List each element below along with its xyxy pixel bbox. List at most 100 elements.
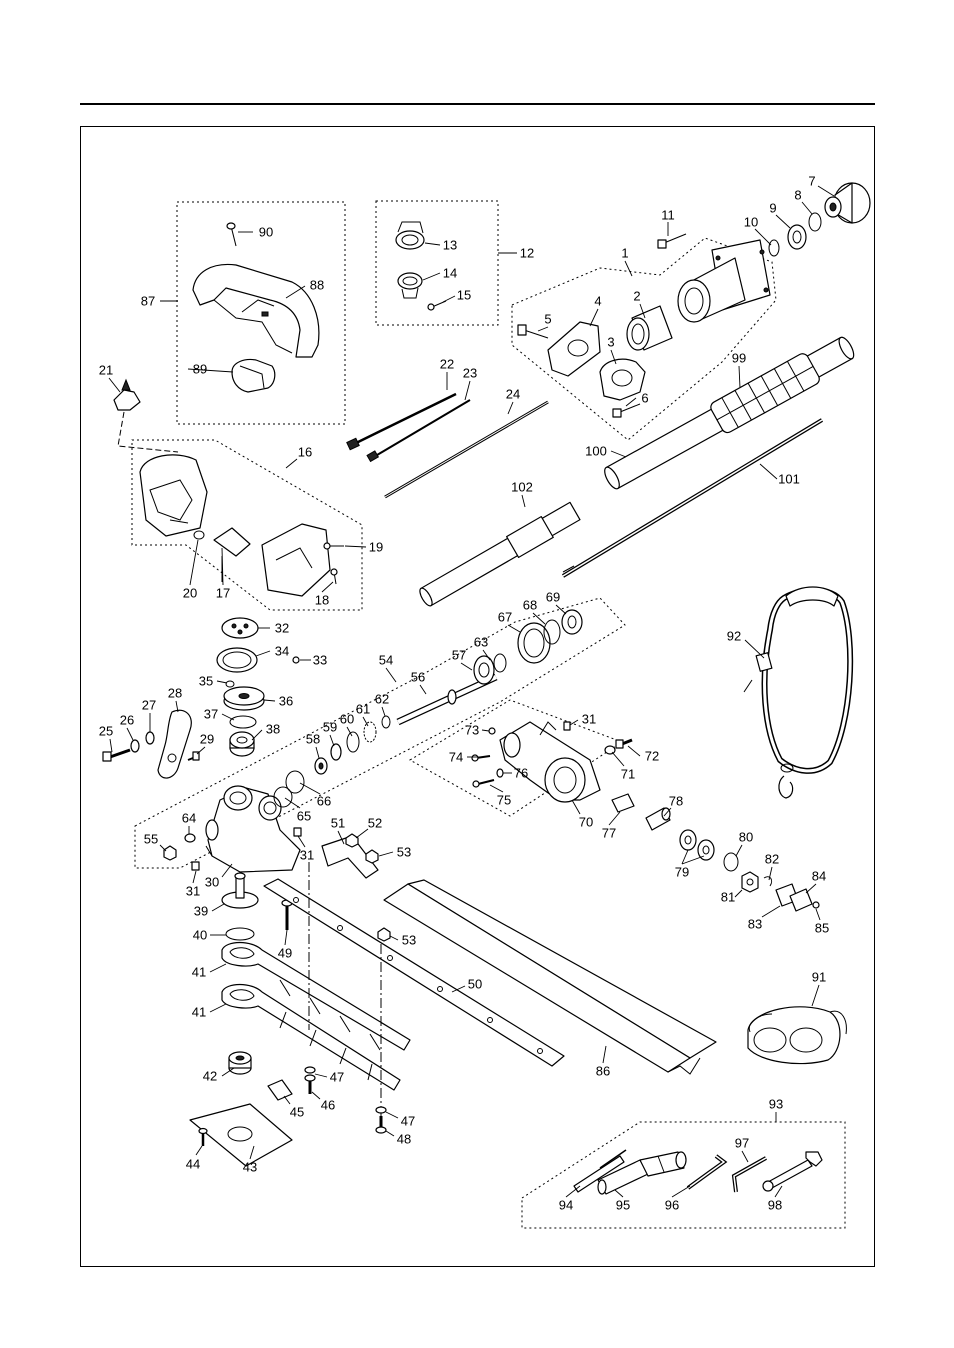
callout-100: 100 xyxy=(585,444,607,459)
leader-line xyxy=(109,738,113,753)
cable-clamp-upper xyxy=(395,221,425,250)
leader-line xyxy=(744,639,765,659)
plate-43 xyxy=(189,1103,293,1167)
leader-line xyxy=(738,365,741,389)
leader-line xyxy=(569,719,579,726)
ring-67 xyxy=(517,622,551,664)
leader-lines xyxy=(108,185,835,1198)
nut-53-lower xyxy=(377,927,391,942)
bolt-49 xyxy=(281,899,293,930)
leader-line xyxy=(610,450,627,458)
bolt-25 xyxy=(102,748,131,762)
shoulder-harness xyxy=(743,586,854,799)
clip-35 xyxy=(225,680,235,688)
callout-55: 55 xyxy=(144,832,158,847)
leader-line xyxy=(389,935,399,941)
leader-line xyxy=(460,662,473,671)
callout-68: 68 xyxy=(523,598,537,613)
callout-48: 48 xyxy=(397,1132,411,1147)
leader-line xyxy=(571,799,581,815)
callout-60: 60 xyxy=(340,712,354,727)
leader-line xyxy=(565,1185,581,1198)
leader-line xyxy=(624,260,633,277)
pin-73 xyxy=(488,727,496,735)
callout-41: 41 xyxy=(192,965,206,980)
spacer-42 xyxy=(228,1051,252,1075)
washer-47-left xyxy=(304,1066,316,1074)
pinion-shaft-56 xyxy=(396,673,498,726)
callout-36: 36 xyxy=(279,694,293,709)
safety-goggles xyxy=(747,1006,847,1065)
snap-ring-8 xyxy=(808,212,822,232)
throttle-knob xyxy=(113,378,141,411)
leader-line xyxy=(159,844,167,852)
washer-47-right xyxy=(375,1106,387,1114)
clamp-bolt-upper xyxy=(517,324,549,339)
throttle-housing xyxy=(139,454,208,537)
callout-96: 96 xyxy=(665,1198,679,1213)
callout-12: 12 xyxy=(520,246,534,261)
callout-44: 44 xyxy=(186,1157,200,1172)
hanger-28 xyxy=(157,709,192,779)
leader-line xyxy=(482,649,491,661)
washer-27 xyxy=(145,731,155,745)
leader-line xyxy=(209,1003,227,1013)
screw-85 xyxy=(812,901,820,909)
angle-housing-70 xyxy=(499,721,601,803)
screw-74 xyxy=(471,754,491,762)
leader-line xyxy=(734,889,743,898)
gear-36 xyxy=(223,686,265,711)
leader-line xyxy=(297,835,306,848)
cable-clamp-lower xyxy=(397,272,423,299)
leader-line xyxy=(314,1073,328,1078)
leader-line xyxy=(381,706,386,717)
callout-86: 86 xyxy=(596,1064,610,1079)
screw-44 xyxy=(198,1127,208,1146)
clamp-lower-half xyxy=(599,358,646,401)
callout-56: 56 xyxy=(411,670,425,685)
callout-19: 19 xyxy=(369,540,383,555)
callout-72: 72 xyxy=(645,749,659,764)
leader-line xyxy=(681,849,689,865)
callout-65: 65 xyxy=(297,809,311,824)
leader-line xyxy=(196,746,206,755)
bearing-38 xyxy=(229,731,255,757)
callout-32: 32 xyxy=(275,621,289,636)
callout-98: 98 xyxy=(768,1198,782,1213)
callout-79: 79 xyxy=(675,865,689,880)
callout-3: 3 xyxy=(607,335,614,350)
callout-27: 27 xyxy=(142,698,156,713)
leader-line xyxy=(815,908,821,921)
leader-line xyxy=(216,680,228,684)
callout-102: 102 xyxy=(511,480,533,495)
leader-line xyxy=(741,1150,749,1163)
callout-47: 47 xyxy=(401,1114,415,1129)
callout-17: 17 xyxy=(216,586,230,601)
callout-9: 9 xyxy=(769,201,776,216)
callout-88: 88 xyxy=(310,278,324,293)
bearing-9 xyxy=(787,224,807,250)
hex-key-97 xyxy=(731,1156,767,1193)
callout-63: 63 xyxy=(474,635,488,650)
callout-18: 18 xyxy=(315,593,329,608)
leader-line xyxy=(442,295,456,303)
throttle-cable xyxy=(346,392,457,451)
callout-4: 4 xyxy=(594,294,601,309)
leader-line xyxy=(489,784,504,793)
leader-line xyxy=(337,830,345,845)
leader-line xyxy=(355,828,369,839)
ring-68 xyxy=(543,619,561,645)
leader-line xyxy=(263,699,276,702)
nut-55 xyxy=(163,845,177,861)
callout-14: 14 xyxy=(443,266,457,281)
callout-34: 34 xyxy=(275,644,289,659)
guide-bar-50 xyxy=(263,878,565,1067)
leader-line xyxy=(602,1045,607,1064)
loop-handle xyxy=(192,263,320,358)
leader-line xyxy=(189,539,199,586)
leader-line xyxy=(311,1091,321,1100)
leader-line xyxy=(284,929,288,946)
washer-26 xyxy=(130,739,140,753)
leader-line xyxy=(424,242,441,246)
leader-line xyxy=(187,368,234,373)
